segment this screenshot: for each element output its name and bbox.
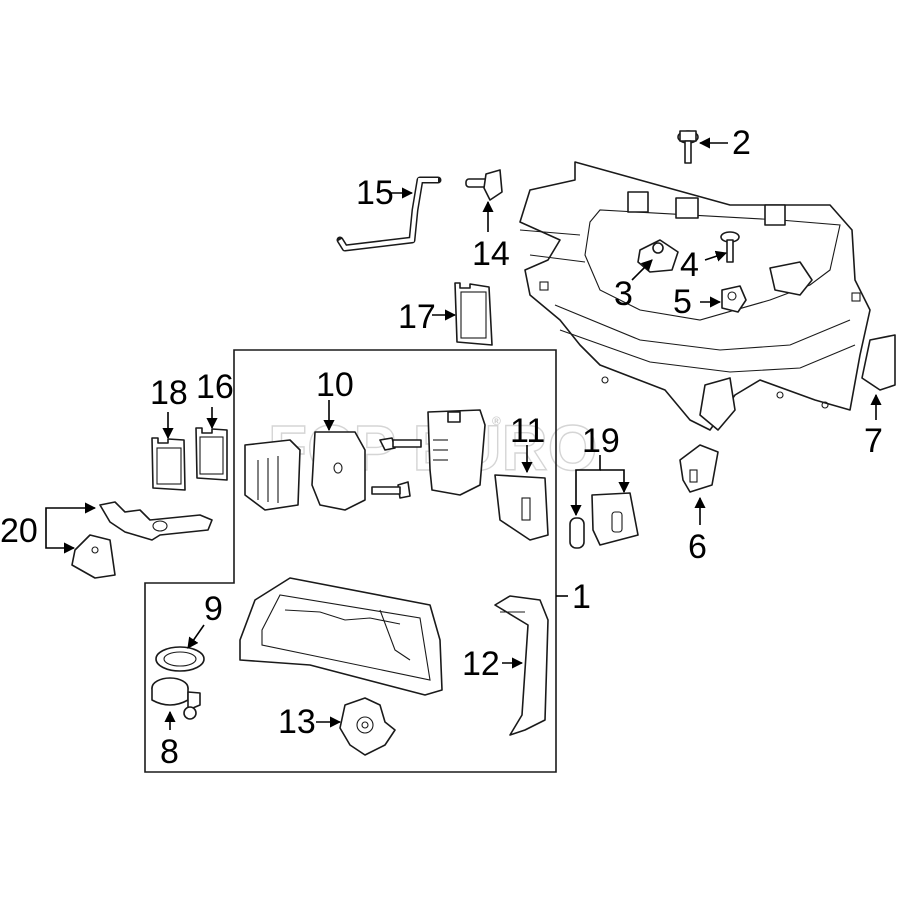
part-11-bracket [494,474,549,541]
callout-8: 8 [160,733,179,771]
callout-5: 5 [673,283,692,321]
part-6-bracket [679,444,719,493]
part-2-bolt [677,130,699,164]
part-20-brackets [71,501,213,579]
part-14-vent-tee [465,169,503,201]
callout-7: 7 [864,422,883,460]
part-9-seal [155,646,205,672]
part-19-ballast [569,492,639,549]
headlamp-housing [239,577,443,696]
module-bracket [427,409,486,496]
part-13-motor [339,697,396,756]
leader-lines [45,137,882,730]
part-8-socket [151,677,201,720]
callout-12: 12 [462,645,500,683]
callout-18: 18 [150,374,188,412]
part-7-bracket [861,334,896,391]
part-5-nut [721,285,747,313]
radiator-support [519,161,871,431]
callout-labels: 1 2 3 4 5 6 7 8 9 10 11 12 13 14 15 16 1… [0,124,883,771]
callout-14: 14 [472,235,510,273]
callout-16: 16 [196,368,234,406]
svg-text:®: ® [492,414,501,428]
callout-1: 1 [572,578,591,616]
callout-3: 3 [614,275,633,313]
callout-13: 13 [278,703,316,741]
callout-20: 20 [0,512,38,550]
callout-19: 19 [582,422,620,460]
callout-2: 2 [732,124,751,162]
part-16-label [195,427,228,481]
part-15-vent-tube [336,176,442,252]
part-18-label [151,437,186,491]
callout-4: 4 [680,246,699,284]
callout-10: 10 [316,366,354,404]
callout-6: 6 [688,528,707,566]
callout-11: 11 [510,412,545,450]
bolts [371,437,422,499]
part-10-cover [244,431,366,511]
callout-15: 15 [356,174,394,212]
group-bracket-box [144,349,557,773]
part-17-label [454,282,493,346]
callout-9: 9 [204,590,223,628]
callout-17: 17 [398,298,436,336]
part-12-trim [494,595,549,736]
